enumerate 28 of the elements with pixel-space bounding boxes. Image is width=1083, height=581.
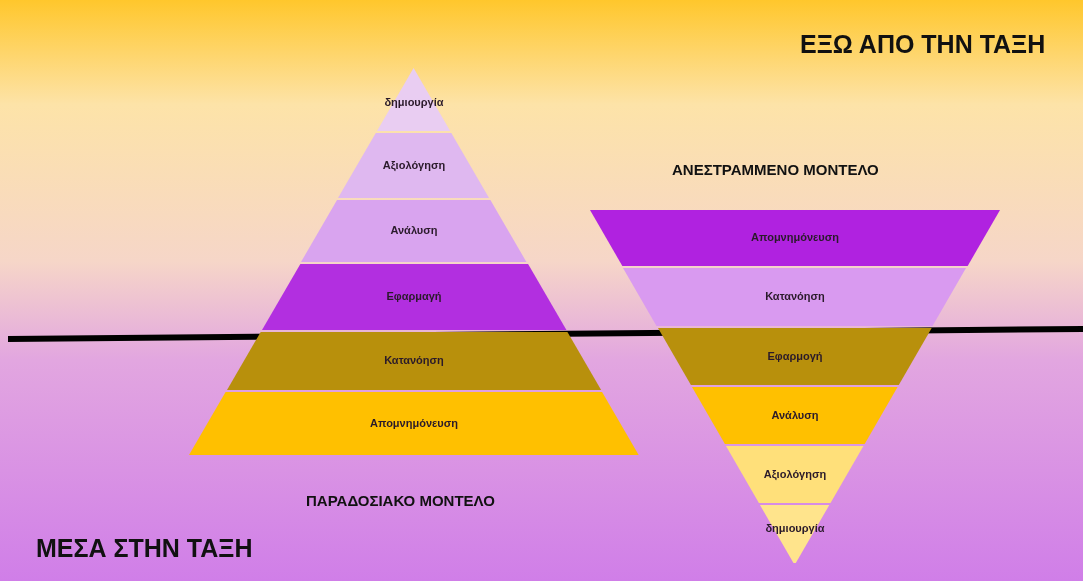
layer-label: Εφαρμογή [766,349,824,362]
pyramid-layer [261,264,567,330]
pyramid-layer [692,387,898,444]
layer-label: Κατανόηση [764,290,826,302]
layer-label: Εφαρμαγή [385,290,443,302]
outside-class-heading: ΕΞΩ ΑΠΟ ΤΗΝ ΤΑΞΗ [800,30,1046,59]
pyramid-layer [760,505,830,563]
layer-label: Απομνημόνευση [750,231,840,243]
layer-label: Ανάλυση [389,224,439,236]
layer-label: δημιουργία [764,522,826,535]
layer-label: Απομνημόνευση [369,416,459,429]
inside-class-heading: ΜΕΣΑ ΣΤΗΝ ΤΑΞΗ [36,534,253,563]
pyramid-layer [658,328,932,385]
model-title: ΠΑΡΑΔΟΣΙΑΚΟ ΜΟΝΤΕΛΟ [306,492,495,509]
layer-label: δημιουργία [383,96,445,109]
layer-label: Ανάλυση [770,408,820,421]
pyramid-layer [623,268,967,326]
pyramid-layer [301,200,527,262]
pyramid-layer [338,133,490,198]
layer-label: Κατανόηση [383,354,445,366]
pyramid-layer [377,68,451,131]
model-title: ΑΝΕΣΤΡΑΜΜΕΝΟ ΜΟΝΤΕΛΟ [672,161,879,178]
layer-label: Αξιολόγηση [762,467,828,480]
pyramid-layer [590,210,1000,266]
pyramid-layer [189,392,639,455]
pyramid-layer [726,446,864,503]
pyramid-layer [226,332,602,390]
layer-label: Αξιολόγηση [381,158,447,171]
